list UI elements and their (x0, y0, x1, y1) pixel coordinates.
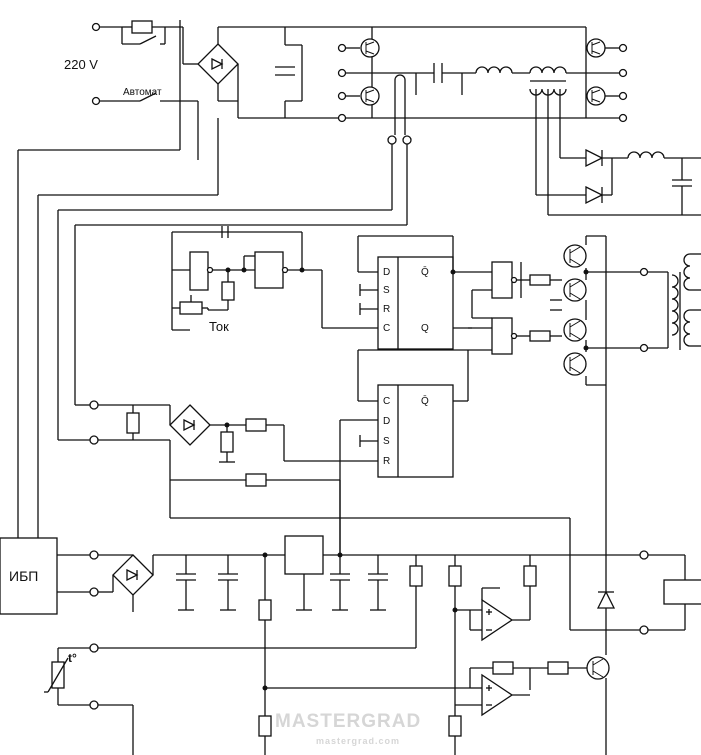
ups-block: ИБП (0, 537, 133, 615)
breaker-label: Автомат (123, 87, 162, 98)
igbt-top-left (360, 38, 380, 58)
main-bridge-rectifier (182, 26, 372, 119)
ff-top-pin-qbar: Q̄ (421, 265, 429, 278)
sense-rectifier (58, 400, 640, 631)
driver-transistor-3 (563, 318, 587, 342)
watermark-subtitle: mastergrad.com (316, 736, 400, 746)
watermark: MASTERGRAD (275, 711, 421, 732)
ups-label: ИБП (9, 568, 38, 584)
relay-driver-transistor (586, 656, 610, 680)
igbt-top-right (586, 38, 606, 58)
ff-bottom-pin-r: R (383, 456, 390, 467)
current-sense-label: Ток (209, 319, 229, 334)
ff-bottom-pin-d: D (383, 416, 390, 427)
mains-input: 220 V Автомат (64, 20, 198, 106)
igbt-bridge (337, 26, 628, 123)
driver-transistor-1 (563, 244, 587, 268)
output-rectifier (535, 89, 701, 216)
driver-transistor-2 (563, 278, 587, 302)
igbt-bottom-right (586, 86, 606, 106)
ff-bottom-pin-s: S (383, 436, 390, 447)
feedback-wiring (17, 20, 408, 540)
mains-voltage-label: 220 V (64, 57, 98, 72)
ff-bottom-pin-qbar: Q̄ (421, 394, 429, 407)
current-sense-block: Ток (171, 226, 378, 334)
ff-top-pin-s: S (383, 285, 390, 296)
low-voltage-supply (112, 480, 640, 755)
ff-top-pin-c: C (383, 323, 390, 334)
gate-transformer (671, 253, 701, 350)
ff-bottom-pin-c: C (383, 396, 390, 407)
ff-top-pin-d: D (383, 267, 390, 278)
resonant-circuit (372, 63, 586, 145)
gate-driver-transistors (563, 235, 669, 386)
driver-transistor-4 (563, 352, 587, 376)
flipflop-bottom: C D S R Q̄ (284, 327, 492, 555)
temp-sensor: t° (44, 643, 416, 755)
igbt-bottom-left (360, 86, 380, 106)
ff-top-pin-q: Q (421, 323, 429, 334)
temp-sensor-label: t° (68, 651, 77, 665)
flipflop-top: D S R C Q̄ Q (357, 235, 492, 350)
relay-section (586, 385, 701, 755)
comparator-section (262, 555, 588, 755)
ff-top-pin-r: R (383, 304, 390, 315)
gate-driver-gates (471, 261, 562, 355)
